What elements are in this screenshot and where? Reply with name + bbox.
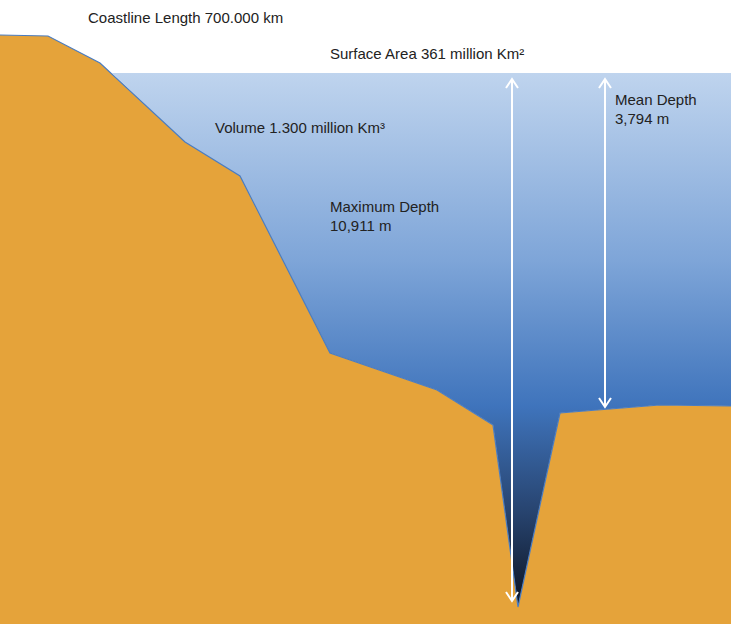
- mean-depth-arrow: [599, 79, 611, 407]
- max-depth-label: Maximum Depth 10,911 m: [330, 197, 455, 235]
- coastline-label: Coastline Length 700.000 km: [88, 8, 283, 27]
- land-mass: [0, 35, 731, 624]
- seabed-outline: [0, 35, 731, 607]
- surface-area-label: Surface Area 361 million Km²: [330, 44, 524, 63]
- max-depth-arrow: [506, 79, 518, 601]
- mean-depth-label: Mean Depth 3,794 m: [615, 90, 715, 128]
- volume-label: Volume 1.300 million Km³: [215, 118, 385, 137]
